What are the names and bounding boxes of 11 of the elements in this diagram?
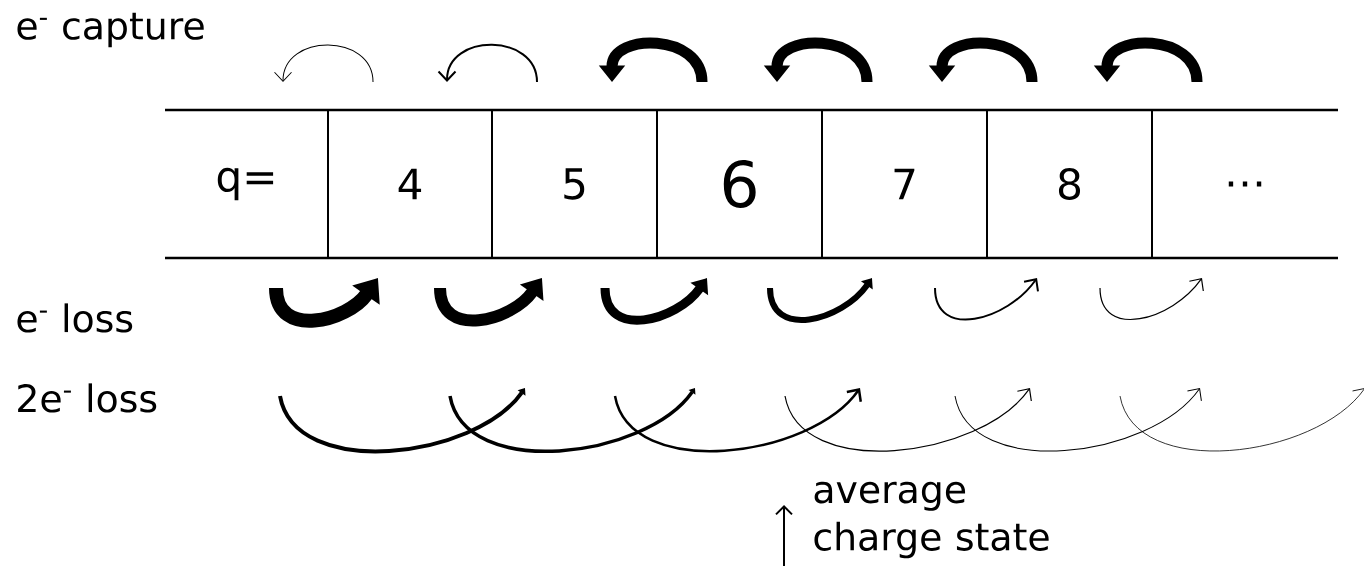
axis-label: e$^{-}$ capture xyxy=(17,12,204,48)
axis-label: average charge state xyxy=(814,481,1049,559)
table-cell: 6 xyxy=(723,160,756,208)
table-cell: 4 xyxy=(398,168,422,200)
axis-label: 2e$^{-}$ loss xyxy=(18,383,157,413)
table-cell: … xyxy=(1228,181,1262,187)
table-cell: 7 xyxy=(894,168,915,200)
axis-label: e$^{-}$ loss xyxy=(17,303,133,333)
table-cell: 5 xyxy=(564,168,585,200)
table-cell: q= xyxy=(217,167,274,201)
table-cell: 8 xyxy=(1058,168,1081,200)
